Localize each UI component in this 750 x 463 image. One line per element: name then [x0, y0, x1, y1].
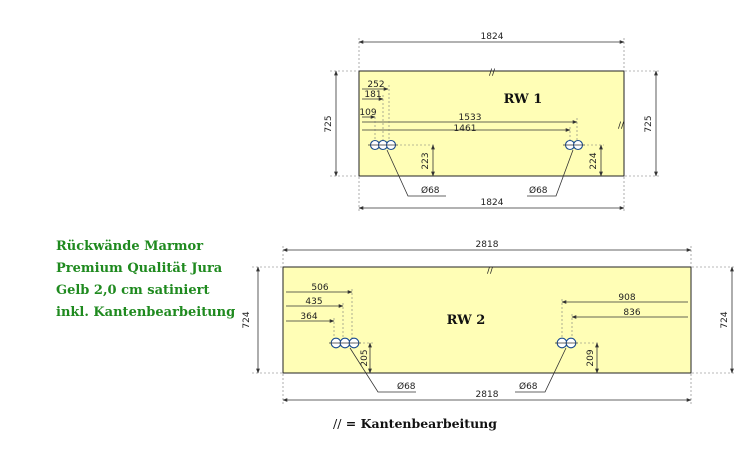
rw1-edge-mark-top: //: [489, 68, 496, 78]
rw1-hole-height-right-label: 224: [589, 152, 599, 169]
rw2-hole-height-left-label: 205: [360, 349, 370, 366]
rw1-dim-181-label: 181: [364, 90, 381, 100]
panel-rw2: 2818 RW 2 // 724 724 506 435 364 908 836: [242, 240, 735, 404]
rw2-width-label: 2818: [476, 240, 499, 250]
rw2-height-right-label: 724: [720, 311, 730, 328]
rw1-dim-1533-label: 1533: [459, 113, 482, 123]
note-line-4: inkl. Kantenbearbeitung: [56, 305, 236, 320]
rw2-panel-body: [282, 266, 692, 374]
rw2-edge-mark-top: //: [487, 266, 494, 276]
edge-legend: // = Kantenbearbeitung: [333, 416, 497, 431]
material-notes: Rückwände Marmor Premium Qualität Jura G…: [56, 236, 235, 324]
rw1-dim-252-label: 252: [367, 80, 384, 90]
rw2-width-bottom-label: 2818: [476, 390, 499, 400]
rw2-dim-506-label: 506: [311, 283, 328, 293]
rw1-dia-right-label: Ø68: [529, 185, 548, 196]
rw2-dim-836-label: 836: [623, 308, 640, 318]
note-line-3: Gelb 2,0 cm satiniert: [56, 283, 210, 298]
rw1-width-bottom-label: 1824: [481, 198, 504, 208]
rw1-dia-right-leader: [527, 149, 574, 197]
rw1-width-label: 1824: [481, 32, 504, 42]
rw1-panel-label: RW 1: [504, 92, 543, 107]
rw1-panel-body: [358, 70, 625, 177]
rw2-dim-435-label: 435: [305, 297, 322, 307]
rw2-height-left-label: 724: [242, 311, 252, 328]
rw2-dim-364-label: 364: [300, 312, 317, 322]
rw2-dim-908-label: 908: [618, 293, 635, 303]
rw1-dia-left-leader: [386, 149, 446, 197]
panel-rw1: 1824 RW 1 // // 725 725 252 181 109 1533…: [324, 32, 660, 212]
rw2-panel-label: RW 2: [447, 313, 486, 328]
rw2-dia-right-label: Ø68: [519, 381, 538, 392]
note-line-1: Rückwände Marmor: [56, 239, 204, 254]
rw1-height-left-label: 725: [324, 115, 334, 132]
rw1-dia-left-label: Ø68: [421, 185, 440, 196]
rw1-hole-height-left-label: 223: [421, 152, 431, 169]
rw2-hole-height-right-label: 209: [586, 349, 596, 366]
rw1-dim-1461-label: 1461: [454, 124, 477, 134]
rw2-dia-left-leader: [349, 347, 416, 393]
rw1-height-right-label: 725: [644, 115, 654, 132]
rw1-edge-mark-right: //: [618, 121, 625, 131]
edge-legend-symbol: //: [333, 416, 342, 431]
edge-legend-text: = Kantenbearbeitung: [345, 416, 497, 431]
rw2-dia-left-label: Ø68: [397, 381, 416, 392]
rw2-dia-right-leader: [515, 347, 567, 393]
rw1-dim-109-label: 109: [359, 108, 376, 118]
note-line-2: Premium Qualität Jura: [56, 261, 223, 276]
